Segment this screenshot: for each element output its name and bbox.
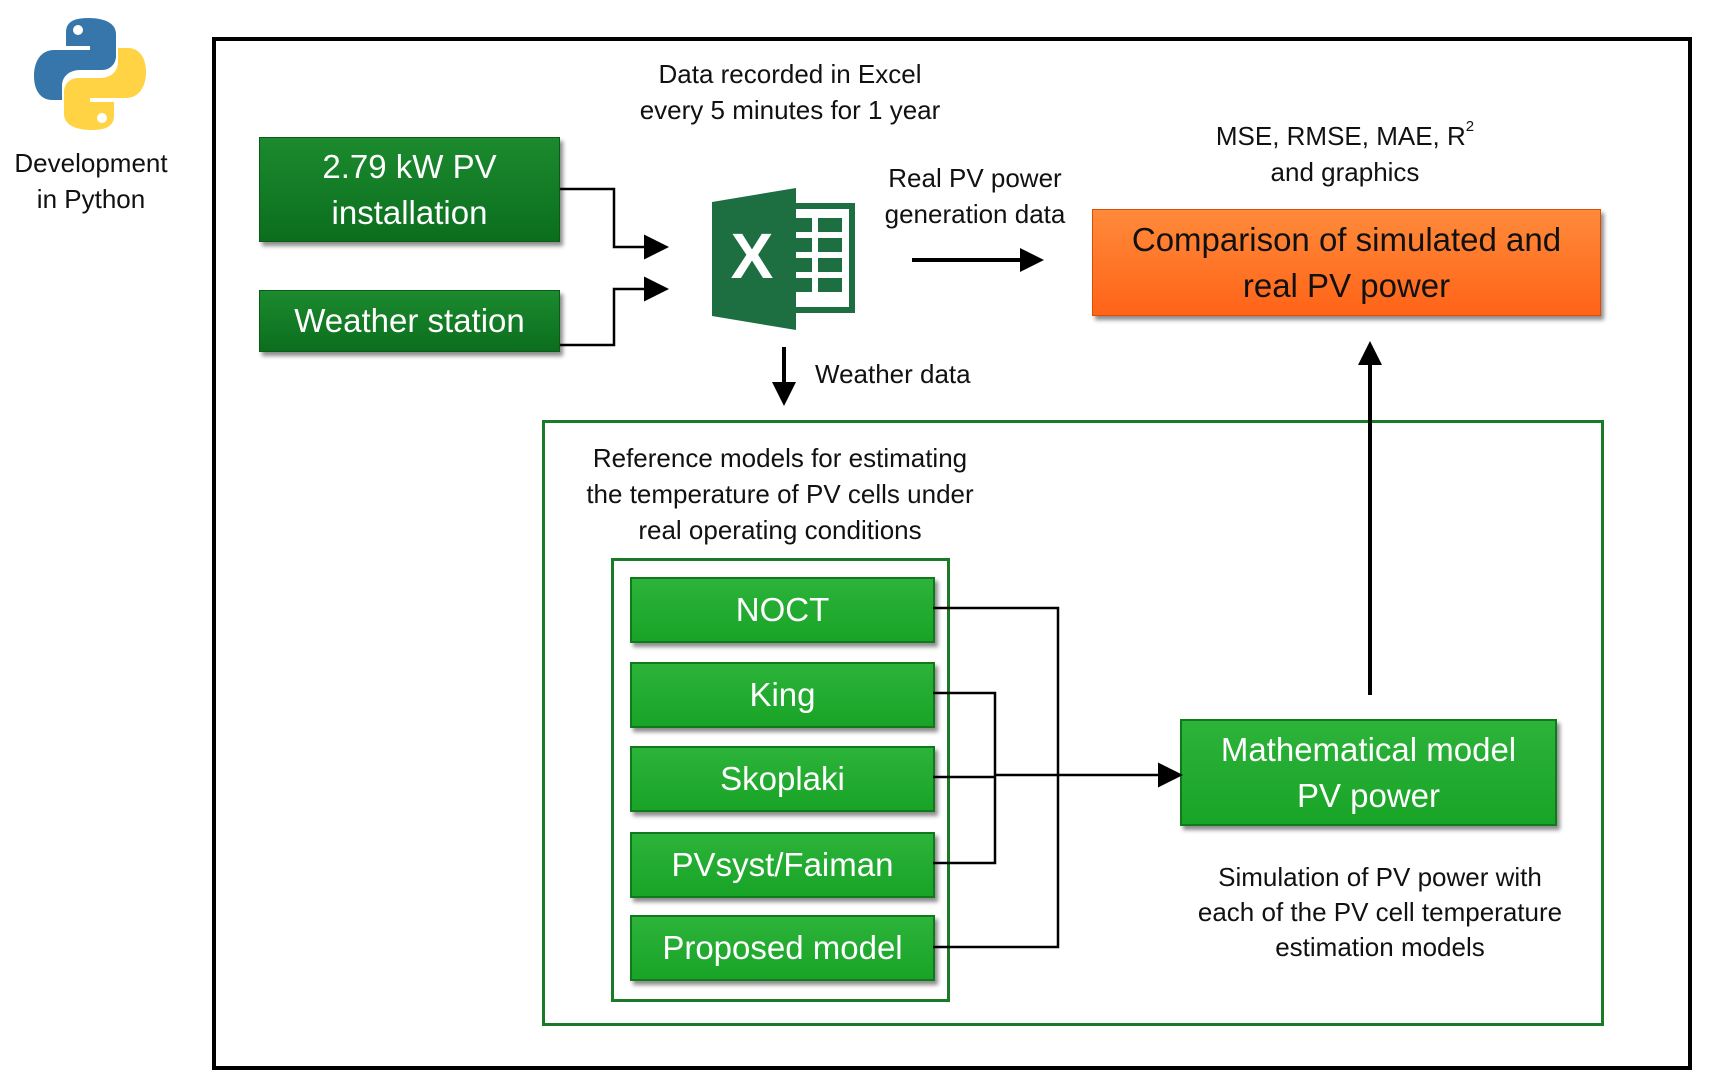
python-caption: Development in Python — [0, 145, 182, 217]
excel-note-line1: Data recorded in Excel — [658, 59, 922, 89]
model-label-pvsyst: PVsyst/Faiman — [671, 846, 894, 883]
comparison-box: Comparison of simulated and real PV powe… — [1092, 209, 1601, 316]
simulation-line1: Simulation of PV power with — [1218, 862, 1542, 892]
metrics-line2: and graphics — [1270, 157, 1420, 187]
connector-pvsyst — [933, 775, 997, 865]
pv-installation-box: 2.79 kW PV installation — [259, 137, 560, 242]
math-model-line1: Mathematical model — [1220, 730, 1517, 768]
weather-station-box: Weather station — [259, 290, 560, 352]
reference-line2: the temperature of PV cells under — [586, 479, 974, 509]
math-model-box: Mathematical model PV power — [1180, 719, 1557, 826]
model-box-pvsyst: PVsyst/Faiman — [630, 832, 935, 898]
excel-note-line2: every 5 minutes for 1 year — [639, 95, 941, 125]
python-caption-line2: in Python — [36, 184, 146, 214]
simulation-line3: estimation models — [1275, 932, 1485, 962]
real-pv-label: Real PV power generation data — [870, 160, 1080, 232]
excel-icon: X — [712, 188, 857, 330]
weather-data-label: Weather data — [815, 359, 971, 389]
model-label-skoplaki: Skoplaki — [720, 760, 845, 797]
metrics-label: MSE, RMSE, MAE, R2 and graphics — [1180, 118, 1510, 190]
excel-icon-letter: X — [731, 220, 774, 292]
metrics-line1: MSE, RMSE, MAE, R2 — [1180, 118, 1510, 154]
model-frame — [542, 420, 1604, 1026]
python-caption-line1: Development — [14, 148, 168, 178]
pv-installation-line1: 2.79 kW PV — [322, 147, 497, 185]
metrics-names: MSE, RMSE, MAE, R — [1215, 121, 1466, 151]
arrow-weather-to-excel — [560, 276, 669, 347]
math-model-line2: PV power — [1296, 776, 1441, 814]
model-box-skoplaki: Skoplaki — [630, 746, 935, 812]
simulation-note: Simulation of PV power with each of the … — [1170, 860, 1590, 965]
reference-models-title: Reference models for estimating the temp… — [555, 440, 1005, 548]
reference-line3: real operating conditions — [638, 515, 922, 545]
outer-frame — [212, 37, 1692, 1070]
python-logo-icon — [30, 14, 150, 134]
arrow-pv-to-excel — [560, 187, 669, 260]
model-box-proposed: Proposed model — [630, 915, 935, 981]
weather-station-label: Weather station — [294, 302, 525, 339]
pv-installation-line2: installation — [331, 193, 488, 231]
model-box-king: King — [630, 662, 935, 728]
model-box-noct: NOCT — [630, 577, 935, 643]
connector-proposed — [933, 775, 1060, 949]
model-label-proposed: Proposed model — [662, 929, 903, 966]
comparison-line1: Comparison of simulated and — [1131, 220, 1562, 258]
real-pv-label-line1: Real PV power — [888, 163, 1062, 193]
model-label-noct: NOCT — [735, 591, 830, 628]
comparison-line2: real PV power — [1242, 266, 1451, 304]
model-label-king: King — [749, 676, 816, 713]
metrics-superscript: 2 — [1465, 118, 1475, 135]
reference-line1: Reference models for estimating — [592, 443, 968, 473]
simulation-line2: each of the PV cell temperature — [1197, 897, 1563, 927]
excel-note: Data recorded in Excel every 5 minutes f… — [600, 56, 980, 128]
models-inner-frame — [611, 558, 950, 1002]
real-pv-label-line2: generation data — [884, 199, 1066, 229]
connector-noct — [933, 606, 1060, 775]
connector-king — [933, 691, 997, 775]
